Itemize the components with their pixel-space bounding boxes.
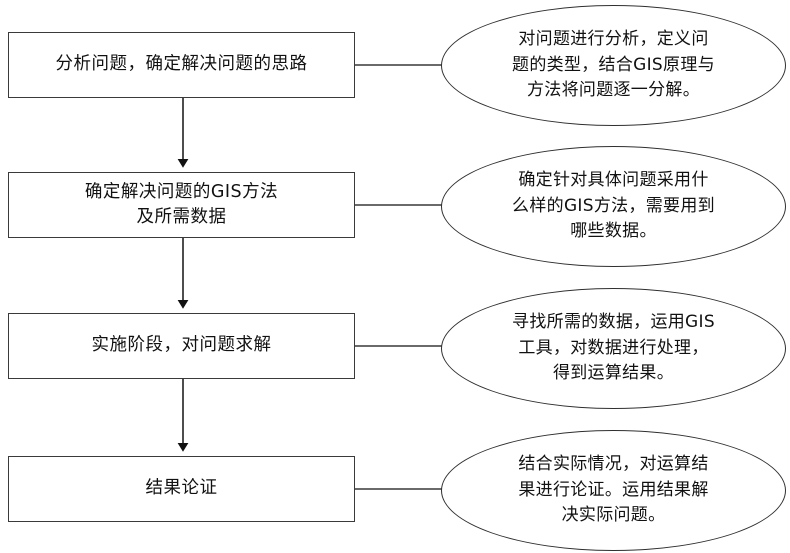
process-box-step-3[interactable]: 实施阶段，对问题求解 <box>8 313 355 379</box>
note-ellipse-step-4[interactable]: 结合实际情况，对运算结 果进行论证。运用结果解 决实际问题。 <box>441 430 786 551</box>
process-box-step-4[interactable]: 结果论证 <box>8 456 355 522</box>
note-ellipse-step-1[interactable]: 对问题进行分析，定义问 题的类型，结合GIS原理与 方法将问题逐一分解。 <box>441 5 786 126</box>
note-ellipse-step-3-label: 寻找所需的数据，运用GIS 工具，对数据进行处理， 得到运算结果。 <box>512 312 715 384</box>
note-ellipse-step-2-label: 确定针对具体问题采用什 么样的GIS方法，需要用到 哪些数据。 <box>512 170 715 242</box>
process-box-step-1-label: 分析问题，确定解决问题的思路 <box>55 54 308 75</box>
process-box-step-2[interactable]: 确定解决问题的GIS方法 及所需数据 <box>8 172 355 238</box>
note-ellipse-step-3[interactable]: 寻找所需的数据，运用GIS 工具，对数据进行处理， 得到运算结果。 <box>441 288 786 409</box>
note-ellipse-step-2[interactable]: 确定针对具体问题采用什 么样的GIS方法，需要用到 哪些数据。 <box>441 146 786 267</box>
process-box-step-1[interactable]: 分析问题，确定解决问题的思路 <box>8 32 355 98</box>
process-box-step-3-label: 实施阶段，对问题求解 <box>91 335 272 356</box>
process-box-step-4-label: 结果论证 <box>145 478 218 499</box>
process-box-step-2-label: 确定解决问题的GIS方法 及所需数据 <box>84 181 279 227</box>
note-ellipse-step-4-label: 结合实际情况，对运算结 果进行论证。运用结果解 决实际问题。 <box>518 454 709 526</box>
note-ellipse-step-1-label: 对问题进行分析，定义问 题的类型，结合GIS原理与 方法将问题逐一分解。 <box>512 29 715 101</box>
